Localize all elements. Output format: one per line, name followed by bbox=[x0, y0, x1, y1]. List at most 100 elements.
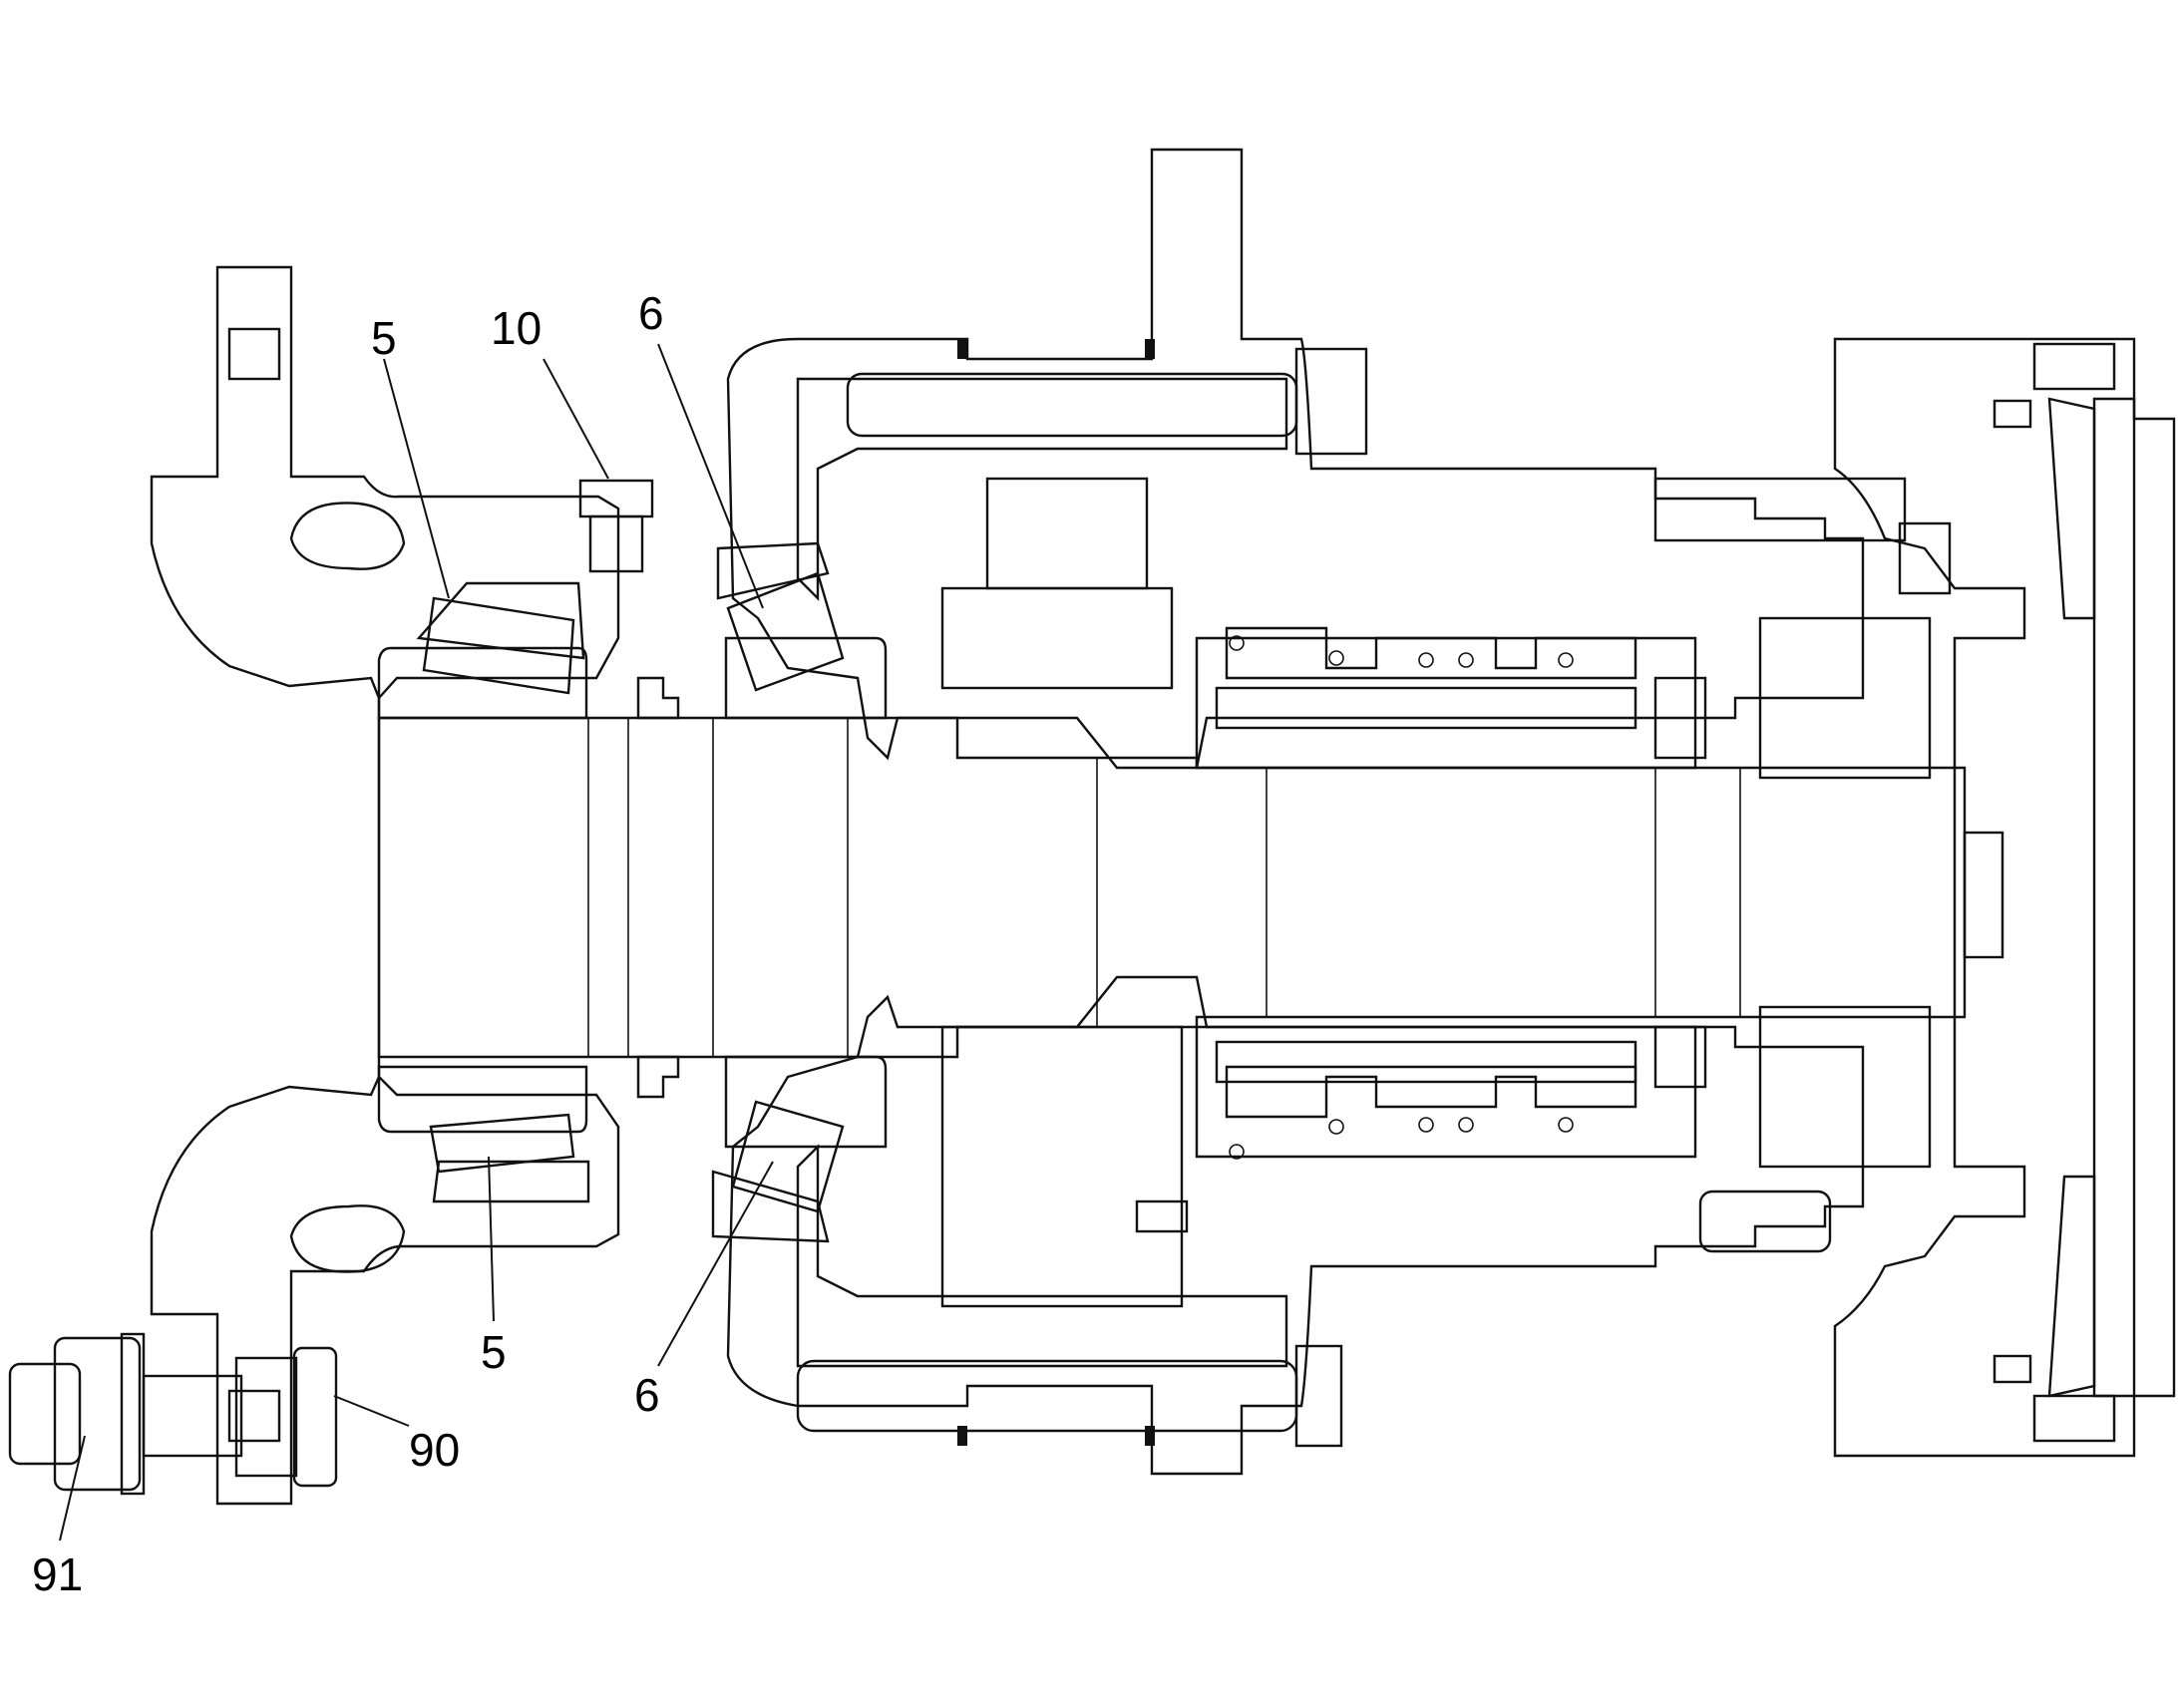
gear-block bbox=[940, 477, 1189, 1308]
oring-hub-2 bbox=[1145, 339, 1155, 359]
drive-shaft bbox=[377, 716, 2004, 1059]
sleeve-lower bbox=[1195, 1025, 1697, 1159]
hub-flange-top-slot bbox=[227, 327, 281, 381]
bearing-5-lower-cone bbox=[432, 1160, 590, 1203]
gear-upper-window bbox=[985, 477, 1149, 590]
sleeve-bore-upper-2 bbox=[1215, 686, 1637, 730]
leader-lines bbox=[59, 343, 774, 1541]
oring-l2 bbox=[1328, 1119, 1344, 1135]
bolt-brake-lower bbox=[1698, 1190, 1832, 1253]
center-housing-lower bbox=[726, 975, 1865, 1476]
spring-pack-upper bbox=[1653, 676, 1707, 760]
drain-plug-body bbox=[588, 514, 644, 573]
hub-housing bbox=[150, 265, 620, 1506]
sleeve-upper-groove-line bbox=[1225, 626, 1637, 680]
oring-hub-1 bbox=[957, 339, 967, 359]
bearing-6-lower-cone bbox=[711, 1170, 830, 1243]
brake-cover-top-seal bbox=[1993, 399, 2032, 429]
brake-piston-bottom bbox=[2047, 1175, 2096, 1398]
face-seal-upper bbox=[289, 502, 406, 570]
bearing-6-lower bbox=[711, 1055, 888, 1243]
hub-housing-body bbox=[150, 265, 620, 1506]
hub-flange-bottom-slot bbox=[227, 1389, 281, 1443]
brake-housing-body bbox=[1833, 337, 2176, 1458]
callout-labels: 5 10 6 5 6 90 91 bbox=[32, 287, 664, 1600]
disc-pack-upper bbox=[1758, 616, 1932, 780]
drain-plug-head bbox=[578, 479, 654, 518]
sleeve-bore-upper bbox=[1215, 1040, 1637, 1084]
sleeve-upper bbox=[1195, 636, 1697, 770]
sleeve-lower-groove-line bbox=[1225, 1065, 1637, 1119]
leader-6-upper bbox=[657, 343, 764, 609]
oring-hub-4 bbox=[1145, 1426, 1155, 1446]
drain-plug bbox=[578, 479, 654, 573]
oring-u4 bbox=[1458, 652, 1474, 668]
bearing-6-lower-roller bbox=[731, 1100, 845, 1213]
piston-sleeve bbox=[1195, 626, 1707, 1160]
callout-91: 91 bbox=[32, 1548, 83, 1600]
oring-l5 bbox=[1558, 1117, 1574, 1133]
gear-block-upper bbox=[940, 586, 1174, 690]
nut-91-hex bbox=[53, 1336, 142, 1492]
callout-5-lower: 5 bbox=[481, 1326, 507, 1378]
oring-u5 bbox=[1558, 652, 1574, 668]
center-housing-lower-cavity bbox=[796, 1144, 1288, 1368]
bearing-5-upper-roller bbox=[422, 596, 575, 695]
bearing-6-upper-cone bbox=[716, 541, 830, 600]
spring-pack-lower bbox=[1653, 1025, 1707, 1089]
stud-90-head bbox=[292, 1346, 338, 1488]
center-housing bbox=[726, 148, 1865, 1476]
leader-6-lower bbox=[657, 1161, 774, 1367]
oring-u1 bbox=[1229, 635, 1245, 651]
leader-5-upper bbox=[383, 358, 450, 599]
callout-6-lower: 6 bbox=[634, 1369, 660, 1421]
oring-l4 bbox=[1458, 1117, 1474, 1133]
center-housing-upper-cavity bbox=[796, 377, 1288, 601]
brake-piston-top bbox=[2047, 397, 2096, 620]
bearing-5-lower-cup bbox=[377, 1065, 588, 1134]
bearing-5-lower bbox=[377, 1065, 590, 1203]
bearing-5-upper-cup bbox=[377, 646, 588, 720]
callout-5-upper: 5 bbox=[371, 312, 397, 364]
bearing-6-upper bbox=[716, 541, 888, 720]
center-housing-upper bbox=[726, 148, 1865, 770]
bearing-5-lower-roller bbox=[429, 1113, 575, 1174]
lip-seal-lower bbox=[636, 1055, 680, 1099]
callout-6-upper: 6 bbox=[638, 287, 664, 339]
bolt-brake-head bbox=[1898, 521, 1952, 595]
oring-l1 bbox=[1229, 1144, 1245, 1160]
leader-10 bbox=[543, 358, 609, 480]
bolt-bottom-shank bbox=[796, 1359, 1298, 1433]
gear-block-lower bbox=[940, 1025, 1184, 1308]
wheel-stud-assembly bbox=[8, 1332, 338, 1496]
oring-u3 bbox=[1418, 652, 1434, 668]
bolt-top-head bbox=[1294, 347, 1368, 456]
leader-5-lower bbox=[488, 1156, 495, 1322]
bearing-6-upper-cup bbox=[724, 636, 888, 720]
callout-90: 90 bbox=[409, 1424, 460, 1476]
disc-pack-lower bbox=[1758, 1005, 1932, 1169]
callout-10: 10 bbox=[491, 302, 542, 354]
brake-cover-plate bbox=[2092, 397, 2136, 1398]
bolt-bottom-head bbox=[1294, 1344, 1343, 1448]
face-seal-lower bbox=[289, 1204, 406, 1273]
leader-91 bbox=[59, 1435, 86, 1541]
nut-91-body bbox=[8, 1362, 82, 1466]
brake-cover-top-cap bbox=[2032, 342, 2116, 391]
oring-l3 bbox=[1418, 1117, 1434, 1133]
bearing-6-lower-cup bbox=[724, 1055, 888, 1149]
oring-hub-3 bbox=[957, 1426, 967, 1446]
bolt-top-shank bbox=[846, 372, 1298, 438]
brake-cover-bottom-cap bbox=[2032, 1394, 2116, 1443]
shaft-body bbox=[377, 716, 1967, 1059]
stud-90-shank bbox=[142, 1374, 243, 1458]
stud-90-knurl bbox=[234, 1356, 298, 1478]
seals bbox=[289, 339, 1155, 1446]
bearing-6-upper-roller bbox=[726, 571, 845, 692]
leader-90 bbox=[333, 1395, 410, 1427]
brake-cover-bottom-seal bbox=[1993, 1354, 2032, 1384]
gear-lower-window bbox=[1135, 1199, 1189, 1233]
lip-seal-upper bbox=[636, 676, 680, 720]
bolt-brake-shank bbox=[1653, 477, 1907, 542]
